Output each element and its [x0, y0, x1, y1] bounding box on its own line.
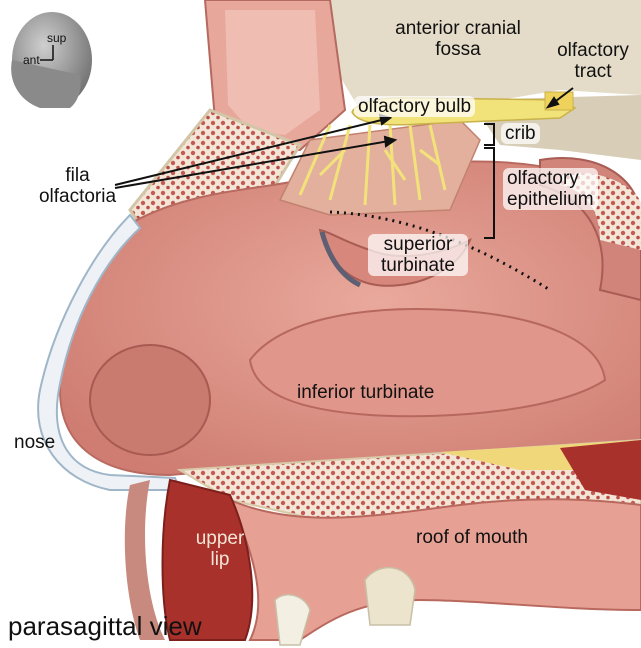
olfactory-epithelium-line-1: olfactory	[507, 168, 594, 189]
sup-label: sup	[47, 31, 66, 45]
frontal-sinus-inner	[225, 10, 320, 135]
ant-label: ant	[23, 53, 40, 67]
anterior-cranial-line: anterior cranial	[378, 18, 538, 39]
olfactoria-line: olfactoria	[25, 186, 130, 207]
nose-label: nose	[14, 432, 55, 453]
inferior-turbinate-label: inferior turbinate	[297, 382, 434, 403]
superior-turbinate-label: superior turbinate	[368, 234, 468, 276]
olfactory-epithelium-line-2: epithelium	[507, 189, 594, 210]
view-caption: parasagittal view	[8, 611, 202, 641]
anterior-cranial-fossa-label: anterior cranial fossa	[378, 18, 538, 60]
lip-line: lip	[186, 549, 254, 570]
olfactory-tract-line-2: tract	[545, 61, 641, 82]
upper-line: upper	[186, 528, 254, 549]
roof-of-mouth-label: roof of mouth	[416, 527, 528, 548]
nostril-vestibule	[90, 345, 210, 455]
olfactory-tract-line-1: olfactory	[545, 40, 641, 61]
turbinate-line: turbinate	[372, 255, 464, 276]
crib-label: crib	[501, 123, 540, 144]
olfactory-tract-label: olfactory tract	[545, 40, 641, 82]
fila-line: fila	[25, 165, 130, 186]
fossa-line: fossa	[378, 39, 538, 60]
olfactory-bulb-label: olfactory bulb	[354, 96, 475, 117]
olfactory-epithelium-label: olfactory epithelium	[503, 168, 598, 210]
molar-tooth	[365, 568, 415, 625]
fila-olfactoria-label: fila olfactoria	[25, 165, 130, 207]
upper-lip-label: upper lip	[186, 528, 254, 570]
superior-line: superior	[372, 234, 464, 255]
